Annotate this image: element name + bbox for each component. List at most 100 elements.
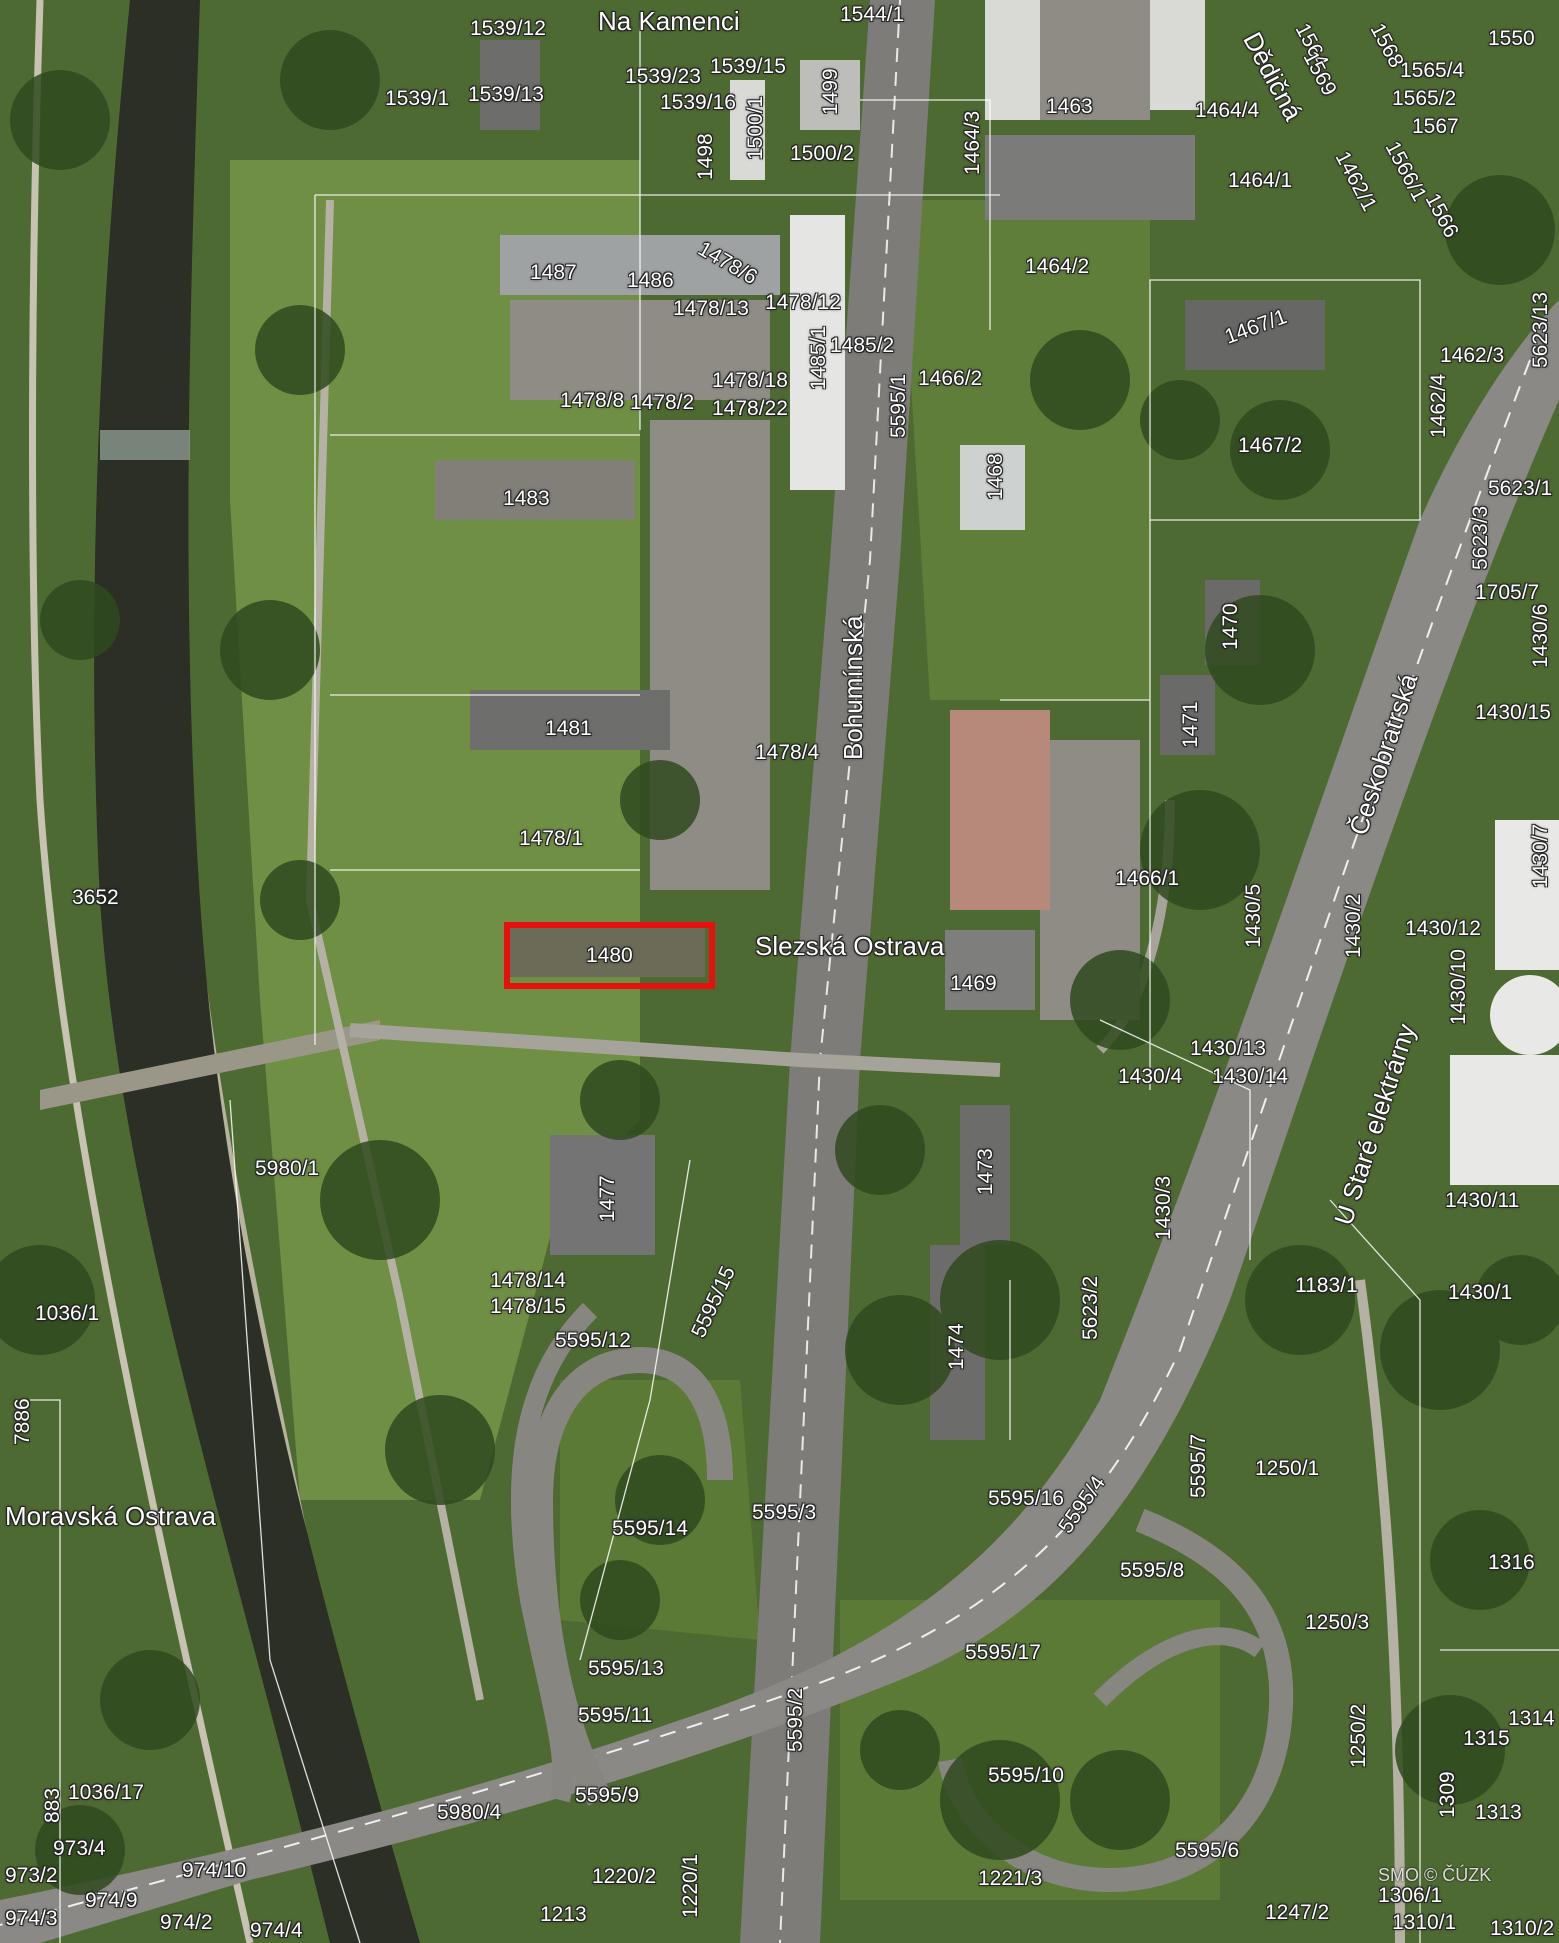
parcel-label: 5595/6 — [1175, 1839, 1240, 1862]
parcel-label: 1500/2 — [790, 142, 855, 165]
parcel-label: 5595/14 — [612, 1517, 688, 1540]
parcel-label: 1469 — [950, 972, 997, 995]
parcel-label: 1430/5 — [1242, 883, 1265, 948]
parcel-label: 1247/2 — [1265, 1901, 1330, 1924]
parcel-label: 5595/17 — [965, 1641, 1041, 1664]
parcel-label: 1478/13 — [673, 297, 749, 320]
parcel-label: 1430/3 — [1152, 1175, 1175, 1240]
parcel-label: 1550 — [1488, 27, 1535, 50]
parcel-label: 1485/2 — [830, 334, 895, 357]
parcel-label: 1705/7 — [1475, 581, 1540, 604]
parcel-label: 1565/4 — [1400, 59, 1465, 82]
parcel-label: 1462/4 — [1427, 373, 1450, 438]
parcel-label: 1430/10 — [1447, 949, 1470, 1025]
parcel-label: 5980/1 — [255, 1157, 320, 1180]
highlighted-parcel-label[interactable]: 1480 — [586, 944, 633, 967]
parcel-label: 1486 — [627, 269, 674, 292]
parcel-label: 1220/2 — [592, 1865, 657, 1888]
parcel-label: 1220/1 — [679, 1853, 702, 1918]
parcel-label: 973/4 — [53, 1837, 106, 1860]
parcel-label: 1539/12 — [470, 17, 546, 40]
parcel-label: 1314 — [1508, 1707, 1555, 1730]
parcel-label: 1221/3 — [978, 1867, 1043, 1890]
parcel-label: 1315 — [1463, 1727, 1510, 1750]
parcel-label: 1250/2 — [1347, 1703, 1370, 1768]
copyright-watermark: SMO © ČÚZK — [1378, 1865, 1492, 1885]
parcel-label: 5595/9 — [575, 1784, 640, 1807]
parcel-label: 1539/15 — [710, 55, 786, 78]
parcel-label: 1430/11 — [1445, 1189, 1520, 1212]
parcel-label: 5595/11 — [578, 1704, 653, 1727]
parcel-label: 1485/1 — [807, 325, 830, 390]
parcel-label: 5595/8 — [1120, 1559, 1185, 1582]
parcel-label: 1183/1 — [1295, 1274, 1358, 1297]
parcel-label: 1500/1 — [744, 95, 767, 160]
parcel-label: 883 — [41, 1787, 64, 1823]
parcel-label: 1468 — [984, 453, 1007, 500]
parcel-label: 1478/18 — [712, 369, 788, 392]
parcel-label: 1478/15 — [490, 1295, 566, 1318]
parcel-label: 1473 — [974, 1148, 997, 1195]
parcel-label: 974/10 — [182, 1859, 247, 1882]
parcel-label: 974/2 — [160, 1911, 213, 1934]
parcel-label: 974/9 — [85, 1889, 138, 1912]
parcel-label: 5623/13 — [1529, 292, 1552, 368]
parcel-label: 1539/1 — [385, 87, 450, 110]
parcel-label: 1430/6 — [1529, 603, 1552, 668]
parcel-label: 1310/1 — [1392, 1911, 1457, 1934]
parcel-label: 1430/14 — [1212, 1065, 1288, 1088]
parcel-label: 1464/2 — [1025, 255, 1090, 278]
parcel-label: 1430/2 — [1342, 893, 1365, 958]
parcel-label: 1036/1 — [35, 1302, 100, 1325]
parcel-label: 1499 — [819, 68, 842, 115]
parcel-label: 5595/13 — [588, 1657, 664, 1680]
parcel-label: 1430/4 — [1118, 1065, 1183, 1088]
parcel-label: 1309 — [1436, 1771, 1459, 1818]
parcel-label: 1481 — [545, 717, 592, 740]
parcel-label: 1430/12 — [1405, 917, 1481, 940]
parcel-label: 1464/3 — [961, 110, 984, 175]
parcel-label: 1478/22 — [712, 397, 788, 420]
parcel-label: 974/3 — [5, 1907, 58, 1930]
parcel-label: 1478/12 — [765, 291, 841, 314]
parcel-label: 1471 — [1179, 701, 1202, 748]
parcel-label: 1539/23 — [625, 65, 701, 88]
parcel-label: 1466/2 — [918, 367, 983, 390]
parcel-label: 1430/7 — [1529, 823, 1552, 888]
parcel-label: 1544/1 — [840, 3, 905, 26]
parcel-label: 1478/8 — [560, 389, 625, 412]
parcel-label: 5595/12 — [555, 1329, 631, 1352]
street-label-na-kamenci: Na Kamenci — [598, 6, 740, 36]
parcel-label: 5595/16 — [988, 1487, 1064, 1510]
parcel-label: 1470 — [1219, 603, 1242, 650]
parcel-label: 5595/3 — [752, 1501, 817, 1524]
parcel-label: 1487 — [530, 261, 577, 284]
parcel-label: 5595/2 — [784, 1687, 807, 1752]
parcel-label: 5595/10 — [988, 1764, 1064, 1787]
parcel-label: 1306/1 — [1378, 1884, 1443, 1907]
parcel-label: 5623/2 — [1079, 1275, 1102, 1340]
parcel-label: 1474 — [945, 1323, 968, 1370]
parcel-label: 1539/16 — [660, 91, 736, 114]
parcel-label: 5623/3 — [1469, 505, 1492, 570]
parcel-label: 974/4 — [250, 1919, 303, 1942]
parcel-label: 1483 — [503, 487, 550, 510]
parcel-label: 1567 — [1412, 115, 1459, 138]
street-label-bohuminska: Bohumínská — [838, 615, 868, 760]
parcel-label: 1539/13 — [468, 83, 544, 106]
parcel-label: 1430/15 — [1475, 701, 1551, 724]
parcel-label: 973/2 — [5, 1864, 58, 1887]
parcel-label: 1310/2 — [1490, 1917, 1555, 1940]
parcel-label: 1477 — [596, 1175, 619, 1222]
parcel-label: 1464/4 — [1195, 99, 1260, 122]
parcel-label: 5595/1 — [887, 373, 910, 438]
parcel-label: 1565/2 — [1392, 87, 1457, 110]
parcel-label: 1467/2 — [1238, 434, 1303, 457]
parcel-label: 3652 — [72, 886, 119, 909]
parcel-label: 1466/1 — [1115, 867, 1180, 890]
parcel-label: 1464/1 — [1228, 169, 1293, 192]
parcel-label: 5595/7 — [1187, 1433, 1210, 1498]
parcel-label: 1430/1 — [1448, 1281, 1513, 1304]
parcel-label: 1478/1 — [519, 827, 584, 850]
